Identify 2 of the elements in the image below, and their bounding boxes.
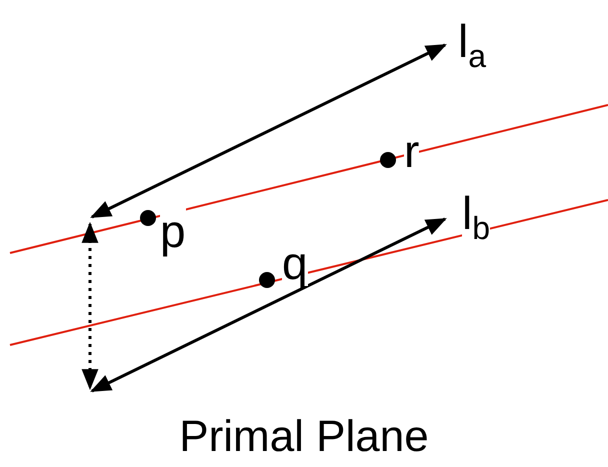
caption: Primal Plane bbox=[178, 415, 430, 459]
point-label: p bbox=[160, 208, 186, 254]
